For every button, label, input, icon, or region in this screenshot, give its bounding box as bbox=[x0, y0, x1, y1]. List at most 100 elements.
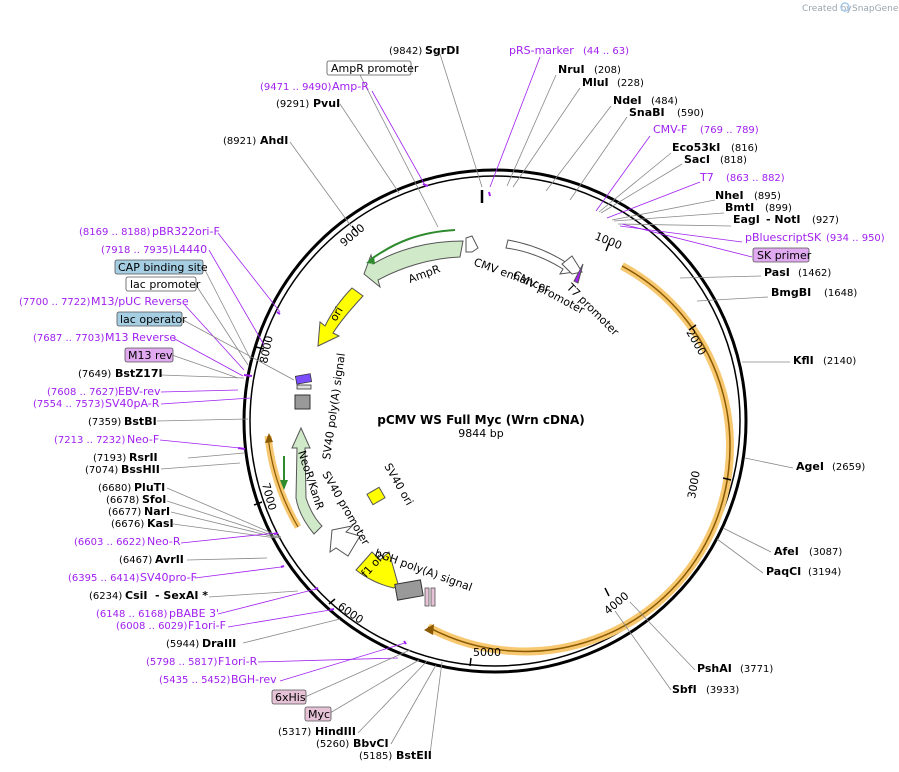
sk-primer-label: SK primer bbox=[757, 249, 812, 262]
primer-prs-marker-name: pRS-marker bbox=[509, 44, 574, 57]
cap-binding-label: CAP binding site bbox=[118, 261, 208, 274]
site-agei-name: AgeI bbox=[796, 460, 824, 473]
feature-sv40-ori-label: SV40 ori bbox=[381, 461, 415, 508]
site-ahdi-pos: (8921) bbox=[223, 136, 256, 147]
site-nhei-pos: (895) bbox=[754, 191, 781, 202]
primer-pbluescriptsk-pos: (934 .. 950) bbox=[826, 233, 885, 244]
sv40-polya-box-b bbox=[296, 384, 312, 390]
sv40-polya-box-c bbox=[294, 394, 311, 410]
site-ndei-name: NdeI bbox=[613, 94, 642, 107]
site-nhei-name: NheI bbox=[715, 189, 744, 202]
site-mlui-pos: (228) bbox=[617, 78, 644, 89]
primer-neof-name: Neo-F bbox=[127, 433, 159, 446]
ampr-orf-line bbox=[369, 229, 456, 261]
site-paqci-pos: (3194) bbox=[808, 567, 841, 578]
site-bmti-pos: (899) bbox=[765, 203, 792, 214]
site-pshai-name: PshAI bbox=[697, 662, 732, 675]
ampr-promoter-box bbox=[326, 60, 412, 76]
primer-cmvf-name: CMV-F bbox=[653, 123, 687, 136]
cap-binding-box bbox=[114, 259, 204, 275]
site-pasi-pos: (1462) bbox=[798, 268, 831, 279]
primer-sv40par-name: SV40pA-R bbox=[105, 397, 160, 410]
svg-text:SnapGene: SnapGene bbox=[852, 4, 899, 14]
site-pvui-pos: (9291) bbox=[276, 99, 309, 110]
primer-sv40par-pos: (7554 .. 7573) bbox=[33, 399, 105, 410]
site-bbvci-name: BbvCI bbox=[353, 737, 389, 750]
primer-t7-pos: (863 .. 882) bbox=[726, 173, 785, 184]
site-nrui-name: NruI bbox=[558, 63, 585, 76]
site-saci-pos: (818) bbox=[720, 155, 747, 166]
primer-prs-marker-pos: (44 .. 63) bbox=[583, 46, 629, 57]
myc-tag-mark bbox=[424, 587, 430, 607]
primer-cmvf-pos: (769 .. 789) bbox=[700, 125, 759, 136]
site-avrii-pos: (6467) bbox=[119, 555, 152, 566]
site-rsrii-pos: (7193) bbox=[93, 453, 126, 464]
site-sgrdi-pos: (9842) bbox=[389, 46, 422, 57]
site-saci-name: SacI bbox=[684, 153, 710, 166]
site-afei-name: AfeI bbox=[774, 545, 799, 558]
site-pvui-name: PvuI bbox=[313, 97, 340, 110]
site-ndei-pos: (484) bbox=[651, 96, 678, 107]
site-draiii-name: DraIII bbox=[202, 637, 236, 650]
his6-label: 6xHis bbox=[275, 691, 306, 704]
tick-8000: 8000 bbox=[257, 335, 276, 365]
primer-f1orif-name: F1ori-F bbox=[188, 619, 226, 632]
t7-promoter-feature bbox=[573, 263, 584, 284]
primer-t7-name: T7 bbox=[699, 171, 714, 184]
primer-bghrev-pos: (5435 .. 5452) bbox=[159, 675, 231, 686]
site-nari-pos: (6677) bbox=[108, 507, 141, 518]
site-sbfi-name: SbfI bbox=[672, 683, 697, 696]
primer-pbr322-name: pBR322ori-F bbox=[152, 225, 220, 238]
site-ahdi-name: AhdI bbox=[260, 134, 288, 147]
primer-neor-pos: (6603 .. 6622) bbox=[74, 537, 146, 548]
sv40-ori-feature bbox=[366, 486, 386, 506]
primer-sv40pro-pos: (6395 .. 6414) bbox=[68, 573, 140, 584]
site-csii-pos: (6234) bbox=[89, 591, 122, 602]
primer-m13puc-pos: (7700 .. 7722) bbox=[19, 297, 91, 308]
site-pshai-pos: (3771) bbox=[740, 664, 773, 675]
ampr-feature bbox=[363, 240, 464, 289]
f1-ori-feature bbox=[355, 551, 399, 589]
site-pluti-pos: (6680) bbox=[98, 483, 131, 494]
wrn-orf-arrowhead bbox=[424, 624, 434, 635]
primer-m13puc-name: M13/pUC Reverse bbox=[91, 295, 189, 308]
tick-1000: 1000 bbox=[593, 230, 624, 253]
plasmid-name: pCMV WS Full Myc (Wrn cDNA) bbox=[377, 413, 585, 427]
site-nrui-pos: (208) bbox=[594, 65, 621, 76]
myc-box bbox=[304, 706, 332, 722]
lac-promoter-box bbox=[125, 276, 197, 292]
site-bmgbi-name: BmgBI bbox=[771, 286, 811, 299]
primer-l4440-pos: (7918 .. 7935) bbox=[101, 245, 173, 256]
primer-f1orir-pos: (5798 .. 5817) bbox=[146, 657, 218, 668]
site-paqci-name: PaqCI bbox=[766, 565, 801, 578]
site-csii-name: CsiI bbox=[125, 589, 147, 602]
primer-bghrev-name: BGH-rev bbox=[231, 673, 277, 686]
bgh-polya-feature bbox=[394, 579, 424, 601]
site-eagi-name: EagI bbox=[733, 213, 760, 226]
site-avrii-name: AvrII bbox=[155, 553, 184, 566]
primer-ampr-pos: (9471 .. 9490) bbox=[260, 82, 332, 93]
plasmid-length: 9844 bp bbox=[458, 427, 503, 440]
site-snabi-pos: (590) bbox=[677, 108, 704, 119]
primer-sv40pro-name: SV40pro-F bbox=[140, 571, 197, 584]
tick-marks bbox=[253, 190, 732, 667]
site-noti-name: - NotI bbox=[766, 213, 801, 226]
ampr-promoter-label: AmpR promoter bbox=[331, 62, 419, 75]
ampr-orf-arrowhead bbox=[366, 256, 375, 264]
myc-label: Myc bbox=[308, 708, 330, 721]
primer-f1orir-name: F1ori-R bbox=[218, 655, 258, 668]
site-bstbi-pos: (7359) bbox=[88, 417, 121, 428]
tick-9000: 9000 bbox=[338, 221, 368, 249]
site-bmti-name: BmtI bbox=[725, 201, 754, 214]
lac-operator-box bbox=[116, 311, 183, 327]
sv40-promoter-feature bbox=[329, 525, 361, 557]
site-sfoi-pos: (6678) bbox=[106, 495, 139, 506]
site-bsshii-pos: (7074) bbox=[85, 465, 118, 476]
site-bsteii-pos: (5185) bbox=[359, 751, 392, 762]
m13-rev-box bbox=[124, 347, 174, 363]
primer-pbabe-pos: (6148 .. 6168) bbox=[96, 609, 168, 620]
tick-5000: 5000 bbox=[473, 646, 501, 659]
wrn-orf-arc-line bbox=[427, 265, 731, 653]
left-orf-arrowhead bbox=[265, 433, 273, 443]
primer-neof-pos: (7213 .. 7232) bbox=[54, 435, 126, 446]
